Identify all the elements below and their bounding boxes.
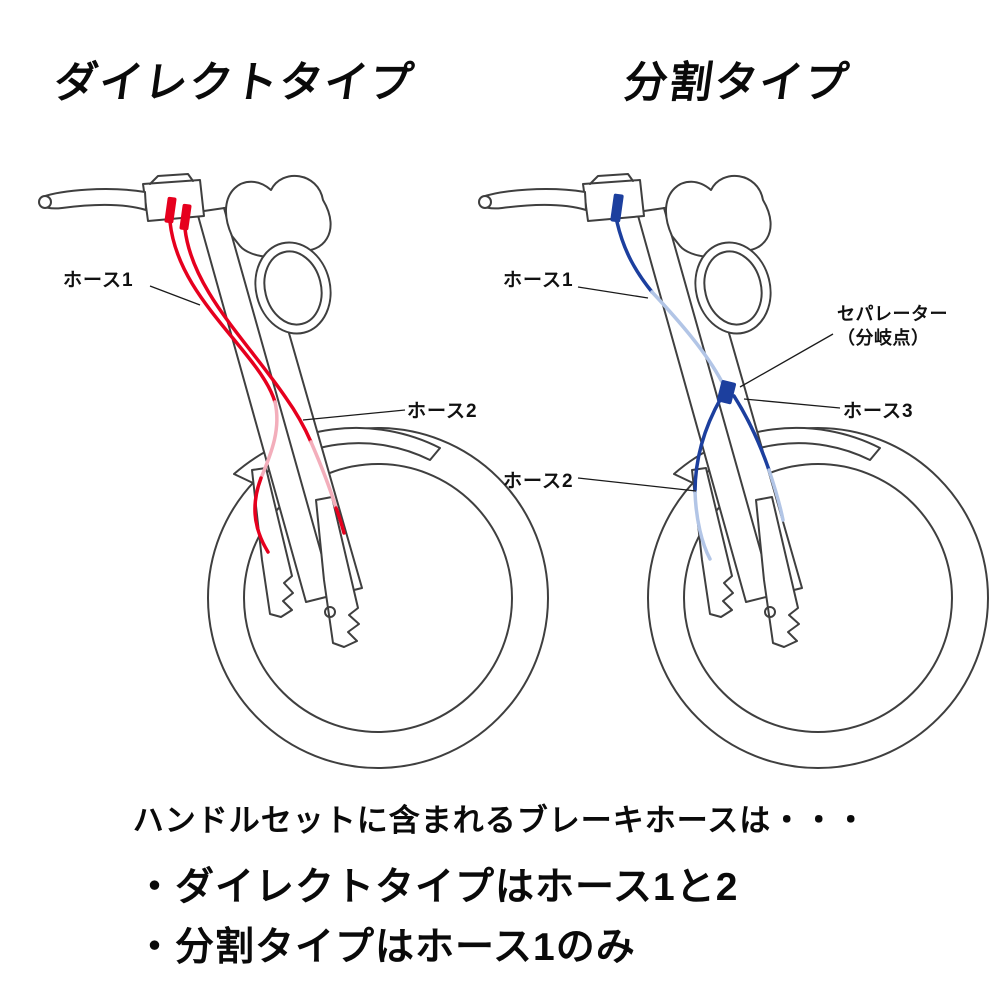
label-separator: セパレーター （分岐点）	[837, 302, 948, 351]
direct-hose1-leader-line	[149, 285, 201, 306]
label-split-hose3: ホース3	[843, 401, 914, 422]
label-direct-hose1: ホース1	[63, 270, 134, 291]
separator-leader-line	[739, 333, 834, 388]
label-split-hose2: ホース2	[503, 471, 574, 492]
split-hose1-fitting	[610, 193, 624, 223]
split-hose1-upper-segment	[615, 220, 654, 294]
label-separator-line1: セパレーター	[837, 304, 948, 324]
split-hose3-upper-segment	[732, 394, 771, 472]
label-direct-hose2: ホース2	[407, 401, 478, 422]
split-hose1-behind-fork-segment	[650, 290, 724, 384]
split-hose2-leader-line	[577, 477, 697, 492]
direct-hose2-upper-segment	[183, 227, 313, 444]
direct-bike-drawing	[38, 173, 549, 769]
label-split-hose1: ホース1	[503, 270, 574, 291]
separator-marker	[716, 380, 736, 405]
direct-hose1-upper-segment	[168, 220, 277, 404]
split-hose3-leader-line	[743, 398, 841, 409]
title-split-type: 分割タイプ	[621, 59, 853, 107]
direct-hose2-lower-segment	[334, 506, 346, 535]
split-hose3-lower-segment	[767, 468, 785, 522]
direct-hose1-lower-segment	[253, 476, 270, 554]
direct-hose2-behind-fork-segment	[309, 440, 338, 510]
split-hose2-behind-slider-segment	[693, 490, 712, 561]
direct-hose2-leader-line	[302, 409, 406, 421]
direct-hose1-behind-fork-segment	[259, 400, 279, 480]
footer-intro-text: ハンドルセットに含まれるブレーキホースは・・・	[132, 803, 868, 838]
direct-hose2-fitting	[179, 203, 192, 231]
footer-bullet-split: ・分割タイプはホース1のみ	[135, 926, 636, 969]
title-direct-type: ダイレクトタイプ	[51, 59, 418, 107]
label-separator-line2: （分岐点）	[837, 328, 930, 349]
split-hose1-leader-line	[577, 286, 649, 299]
split-hose2-upper-segment	[693, 396, 723, 494]
footer-bullet-direct: ・ダイレクトタイプはホース1と2	[135, 866, 739, 909]
direct-hose1-fitting	[164, 196, 177, 224]
